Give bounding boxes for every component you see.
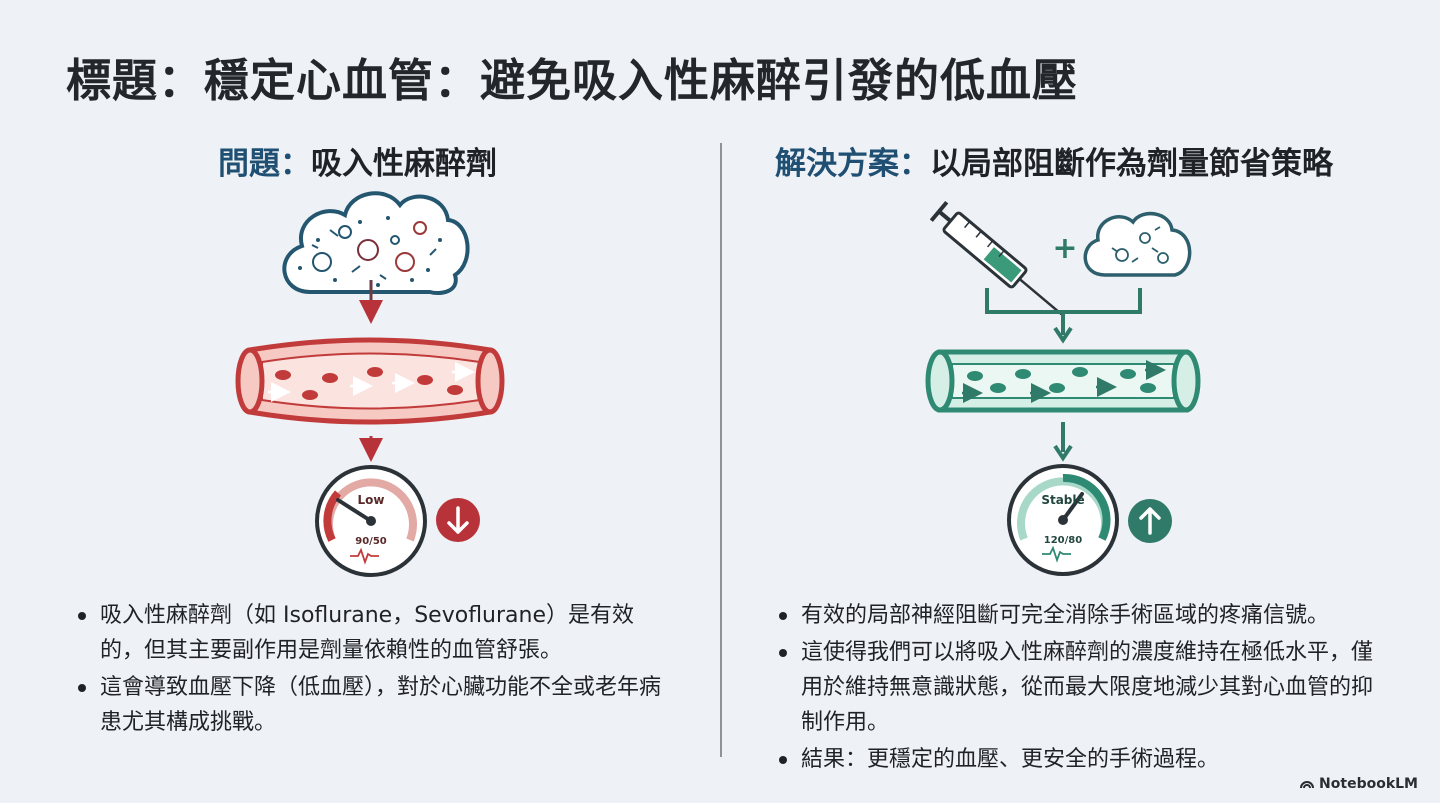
left-gauge-label: Low	[358, 493, 385, 507]
low-pressure-gauge-icon	[315, 465, 427, 577]
right-gauge-label: Stable	[1041, 493, 1084, 507]
right-bullet-1: 有效的局部神經阻斷可完全消除手術區域的疼痛信號。	[775, 598, 1385, 633]
right-flow-arrow-head	[1053, 444, 1073, 462]
right-bullet-3: 結果：更穩定的血壓、更安全的手術過程。	[775, 742, 1385, 777]
page-title: 標題：穩定心血管：避免吸入性麻醉引發的低血壓	[66, 54, 1079, 107]
syringe-icon	[929, 200, 1063, 316]
anesthetic-cloud-icon	[282, 191, 470, 295]
up-arrow-icon	[1128, 499, 1172, 543]
brand-badge: NotebookLM	[1300, 776, 1418, 792]
left-bullet-list: 吸入性麻醉劑（如 Isoflurane，Sevoflurane）是有效的，但其主…	[74, 598, 664, 742]
down-arrow-icon	[436, 498, 480, 542]
stable-vessel-icon	[925, 349, 1201, 413]
merge-connector	[985, 288, 1142, 335]
left-gauge-value: 90/50	[355, 536, 387, 547]
right-panel-heading: 解決方案：以局部阻斷作為劑量節省策略	[775, 138, 1333, 183]
left-panel-heading: 問題：吸入性麻醉劑	[218, 138, 497, 183]
notebook-logo-icon	[1300, 781, 1315, 789]
right-gauge-value: 120/80	[1044, 535, 1082, 546]
right-bullet-2: 這使得我們可以將吸入性麻醉劑的濃度維持在極低水平，僅用於維持無意識狀態，從而最大…	[775, 635, 1385, 740]
left-heading-text: 吸入性麻醉劑	[311, 146, 497, 182]
dilated-vessel-icon	[235, 337, 505, 425]
small-cloud-icon	[1083, 211, 1192, 277]
left-heading-accent: 問題：	[218, 146, 311, 182]
left-bullet-1: 吸入性麻醉劑（如 Isoflurane，Sevoflurane）是有效的，但其主…	[74, 598, 664, 668]
merge-arrow-head	[1053, 326, 1073, 344]
right-heading-text: 以局部阻斷作為劑量節省策略	[930, 146, 1333, 182]
plus-sign: +	[1052, 231, 1077, 266]
brand-label: NotebookLM	[1319, 776, 1418, 792]
right-bullet-list: 有效的局部神經阻斷可完全消除手術區域的疼痛信號。 這使得我們可以將吸入性麻醉劑的…	[775, 598, 1385, 779]
left-bullet-2: 這會導致血壓下降（低血壓），對於心臟功能不全或老年病患尤其構成挑戰。	[74, 670, 664, 740]
center-divider	[720, 143, 722, 757]
right-heading-accent: 解決方案：	[775, 146, 930, 182]
stable-pressure-gauge-icon	[1007, 464, 1119, 576]
